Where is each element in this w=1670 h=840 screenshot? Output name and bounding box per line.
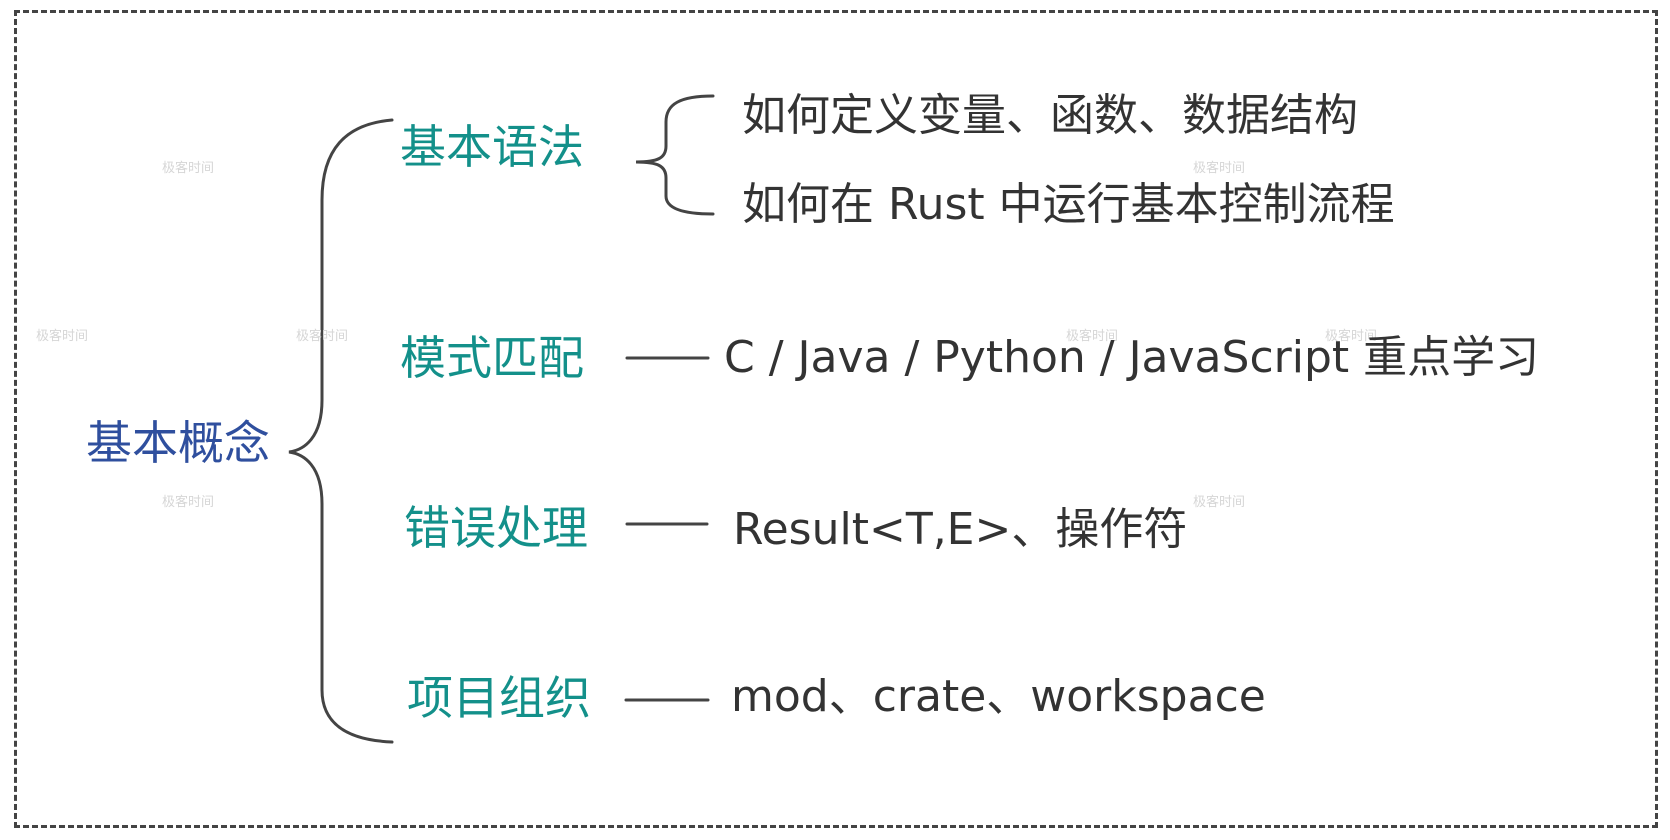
watermark: 极客时间	[1066, 329, 1119, 344]
watermark: 极客时间	[162, 161, 215, 176]
leaf-define-variables: 如何定义变量、函数、数据结构	[742, 90, 1358, 141]
branch-basic-syntax: 基本语法	[400, 120, 584, 174]
watermark: 极客时间	[1193, 161, 1246, 176]
leaf-result-operator: Result<T,E>、操作符	[733, 504, 1188, 555]
root-node: 基本概念	[86, 416, 270, 470]
watermark: 极客时间	[162, 495, 215, 510]
watermark: 极客时间	[36, 329, 89, 344]
watermark: 极客时间	[1325, 329, 1378, 344]
syntax-brace	[635, 94, 715, 216]
leaf-control-flow: 如何在 Rust 中运行基本控制流程	[742, 179, 1395, 230]
branch-project-organization: 项目组织	[407, 671, 591, 725]
watermark: 极客时间	[1193, 495, 1246, 510]
branch-pattern-matching: 模式匹配	[400, 331, 584, 385]
leaf-mod-crate-workspace: mod、crate、workspace	[731, 671, 1266, 722]
dashed-frame	[14, 10, 1658, 828]
watermark: 极客时间	[296, 329, 349, 344]
leaf-pattern-languages: C / Java / Python / JavaScript 重点学习	[724, 332, 1540, 383]
branch-error-handling: 错误处理	[404, 501, 588, 555]
main-brace	[288, 118, 394, 744]
